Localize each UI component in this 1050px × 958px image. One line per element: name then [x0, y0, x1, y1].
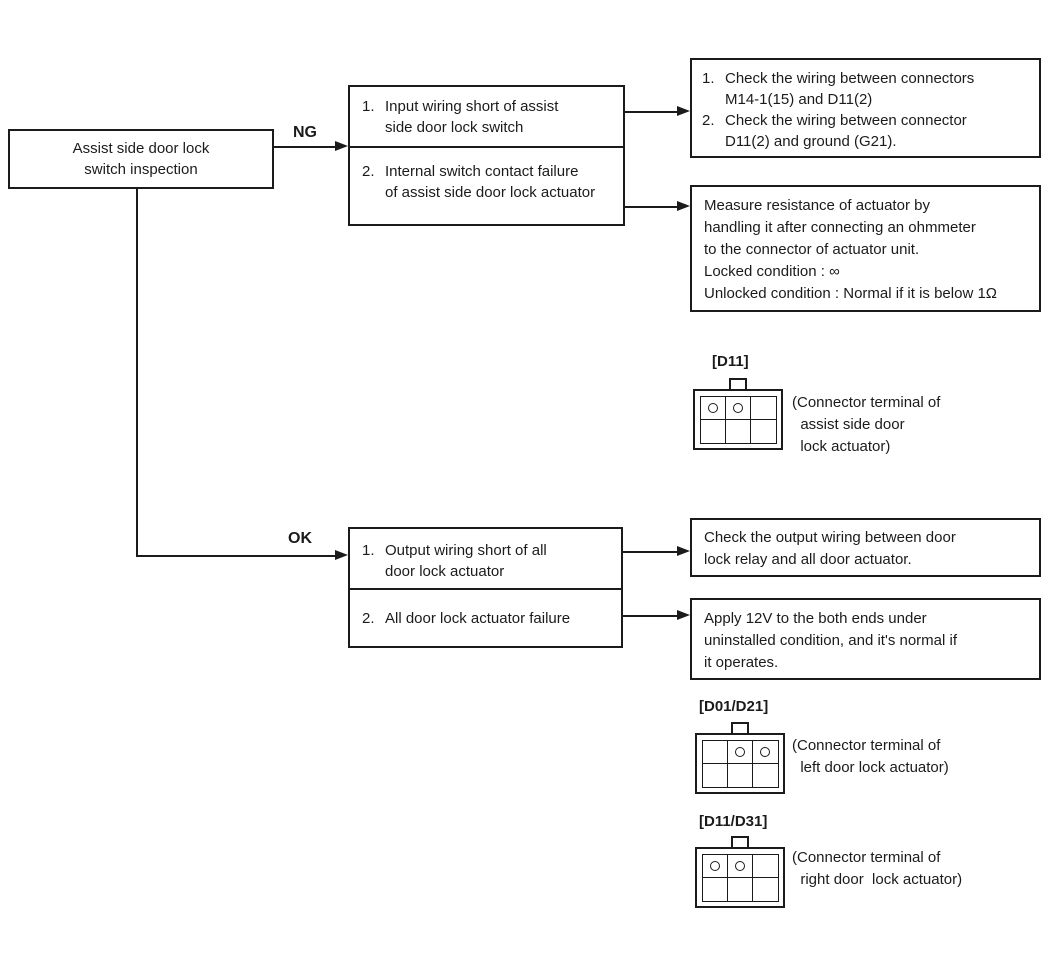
ok-action-2-arrowhead-icon	[677, 610, 690, 620]
pin-hole	[707, 402, 718, 413]
connector-body	[695, 733, 785, 794]
wiring-check-2-number: 2.	[702, 112, 715, 129]
ok-cause-1-number: 1.	[362, 542, 375, 559]
ok-label: OK	[288, 530, 312, 547]
pin-hole	[734, 860, 745, 871]
ng-arrowhead-icon	[335, 141, 348, 151]
wiring-check-1-text: Check the wiring between connectors M14-…	[725, 70, 975, 108]
connector-d01-d21-caption: (Connector terminal of left door lock ac…	[792, 737, 949, 776]
pin-hole	[732, 402, 743, 413]
ng-cause-1-text: Input wiring short of assist side door l…	[385, 98, 559, 136]
ng-action-1-arrowhead-icon	[677, 106, 690, 116]
wiring-check-2-text: Check the wiring between connector D11(2…	[725, 112, 967, 150]
connector-d11-d31-caption: (Connector terminal of right door lock a…	[792, 849, 963, 888]
ok-arrowhead-icon	[335, 550, 348, 560]
connector-tab	[729, 378, 747, 391]
ng-cause-2: 2. Internal switch contact failure of as…	[350, 148, 623, 203]
ng-cause-1: 1. Input wiring short of assist side doo…	[350, 87, 623, 148]
pin-hole	[709, 860, 720, 871]
connector-tab	[731, 836, 749, 849]
ng-label: NG	[293, 124, 317, 141]
wiring-check-1-number: 1.	[702, 70, 715, 87]
ng-cause-2-text: Internal switch contact failure of assis…	[385, 163, 596, 201]
connector-body	[693, 389, 783, 450]
connector-d01-d21-label: [D01/D21]	[699, 698, 769, 715]
start-box-title-line1: Assist side door lock	[72, 140, 210, 157]
connector-d11-icon	[693, 378, 783, 450]
connector-body	[695, 847, 785, 908]
apply-12v-text: Apply 12V to the both ends under uninsta…	[704, 610, 958, 671]
start-box-title-line2: switch inspection	[84, 161, 198, 178]
output-wiring-text: Check the output wiring between door loc…	[704, 529, 956, 568]
ok-action-1-line	[623, 551, 678, 553]
ok-cause-2: 2. All door lock actuator failure	[350, 590, 621, 629]
pin-hole	[734, 746, 745, 757]
ok-cause-2-text: All door lock actuator failure	[385, 610, 571, 627]
resistance-check-text: Measure resistance of actuator by handli…	[704, 197, 998, 302]
start-box: Assist side door lock switch inspection	[8, 129, 274, 189]
ok-branch-line	[136, 555, 338, 557]
connector-d11-label: [D11]	[712, 353, 749, 370]
ok-cause-1: 1. Output wiring short of all door lock …	[350, 529, 621, 590]
ok-branch-vertical-line	[136, 188, 138, 557]
ok-cause-1-text: Output wiring short of all door lock act…	[385, 542, 547, 580]
ng-action-1-line	[625, 111, 678, 113]
ng-action-2-arrowhead-icon	[677, 201, 690, 211]
ok-apply-12v-box: Apply 12V to the both ends under uninsta…	[690, 598, 1041, 680]
ng-causes-box: 1. Input wiring short of assist side doo…	[348, 85, 625, 226]
pin-hole	[760, 746, 770, 757]
ok-output-wiring-box: Check the output wiring between door loc…	[690, 518, 1041, 577]
ok-cause-2-number: 2.	[362, 610, 375, 627]
connector-d11-caption: (Connector terminal of assist side door …	[792, 394, 941, 455]
ng-action-2-line	[625, 206, 678, 208]
ok-causes-box: 1. Output wiring short of all door lock …	[348, 527, 623, 648]
ng-cause-2-number: 2.	[362, 163, 375, 180]
ng-cause-1-number: 1.	[362, 98, 375, 115]
connector-d01-d21-icon	[695, 722, 785, 794]
connector-d11-d31-icon	[695, 836, 785, 908]
ok-action-2-line	[623, 615, 678, 617]
ng-branch-line	[274, 146, 338, 148]
connector-d11-d31-label: [D11/D31]	[699, 813, 768, 830]
ng-wiring-check-box: 1. Check the wiring between connectors M…	[690, 58, 1041, 158]
ng-resistance-check-box: Measure resistance of actuator by handli…	[690, 185, 1041, 312]
ok-action-1-arrowhead-icon	[677, 546, 690, 556]
connector-tab	[731, 722, 749, 735]
